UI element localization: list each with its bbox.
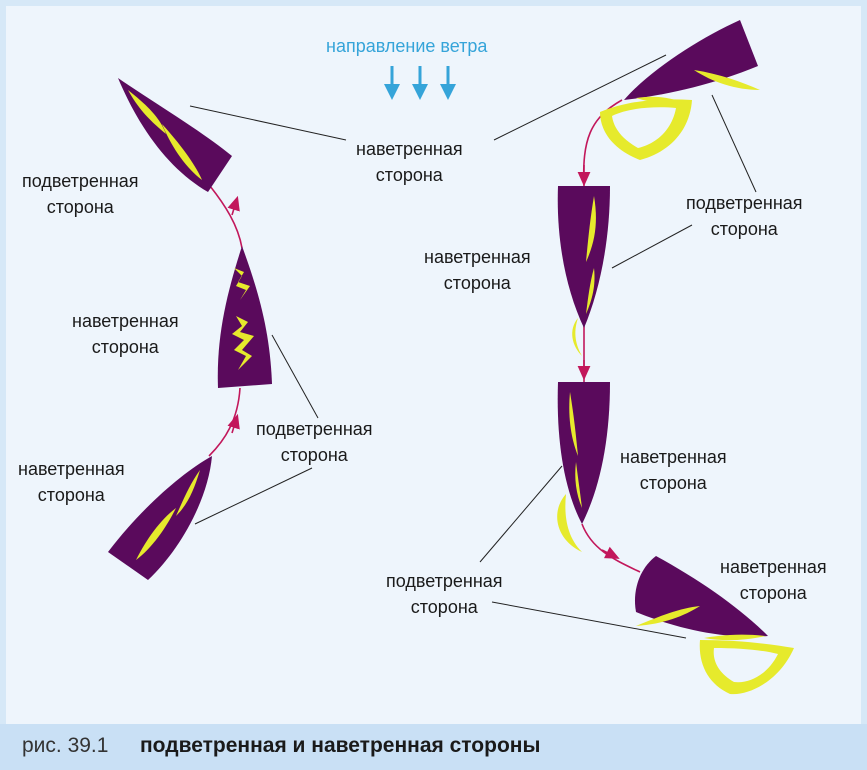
course-left-upper (209, 185, 243, 249)
course-lines (208, 99, 641, 573)
caption-title: подветренная и наветренная стороны (140, 734, 541, 757)
boat-right-top (600, 20, 760, 160)
boat-right-2 (557, 186, 610, 356)
boat-left-middle (217, 246, 272, 388)
wind-direction-label: направление ветра (326, 36, 488, 56)
figure-caption: рис. 39.1 подветренная и наветренная сто… (0, 724, 867, 770)
caption-number: рис. 39.1 (22, 734, 109, 757)
boat-right-3 (557, 382, 610, 552)
wind-arrow-1-icon (384, 66, 400, 100)
leader-lines (189, 54, 757, 639)
wind-arrows (384, 66, 456, 100)
boat-right-bottom (634, 556, 794, 695)
boat-left-top (118, 78, 232, 192)
course-right-3 (581, 523, 641, 573)
boat-left-bottom (108, 456, 212, 580)
wind-arrow-3-icon (440, 66, 456, 100)
wind-arrow-2-icon (412, 66, 428, 100)
